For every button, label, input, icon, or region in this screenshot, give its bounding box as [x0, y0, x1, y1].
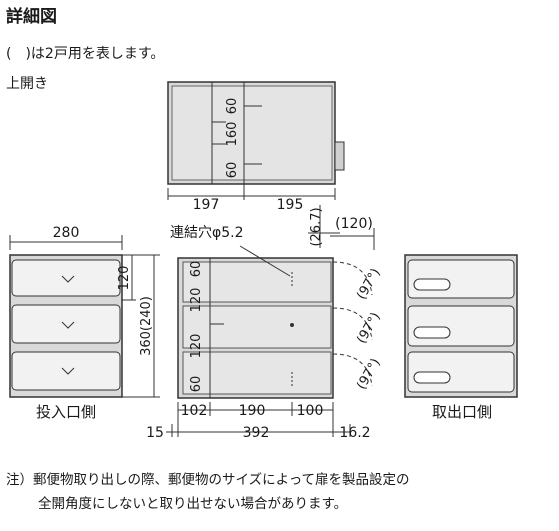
name-plate-3 [413, 371, 451, 384]
right-view [404, 254, 518, 398]
top-view [167, 81, 345, 200]
right-slot-2 [407, 305, 515, 347]
row-height-2: 120 [189, 288, 204, 313]
door-swing-2 [332, 307, 373, 341]
top-view-inner [171, 85, 333, 181]
left-slot-2 [11, 304, 121, 344]
left-dim-width: 280 [53, 225, 80, 241]
width-190: 190 [239, 403, 266, 419]
top-dim-height-1: 60 [225, 98, 240, 115]
name-plate-2 [413, 326, 451, 339]
door-swing-1 [332, 261, 373, 296]
hole-label: 連結穴φ5.2 [170, 225, 244, 241]
side-16-2: 16.2 [339, 425, 370, 441]
name-plate-1 [413, 278, 451, 291]
center-slot-1 [182, 261, 332, 303]
left-slot-mark-3 [61, 367, 75, 375]
angle-2: (97°) [354, 310, 384, 346]
top-dim-width-right: 195 [277, 197, 304, 213]
width-100: 100 [297, 403, 324, 419]
row-height-4: 60 [189, 376, 204, 393]
note-text: ( )は2戸用を表します。 [6, 46, 165, 62]
angle-1: (97°) [354, 266, 384, 302]
total-width: 392 [243, 425, 270, 441]
left-slot-mark-2 [61, 321, 75, 329]
row-height-1: 60 [189, 261, 204, 278]
right-caption: 取出口側 [432, 403, 492, 421]
row-height-3: 120 [189, 334, 204, 359]
left-slot-3 [11, 351, 121, 391]
top-dim-height-3: 60 [225, 162, 240, 179]
dim-26-7: (26.7) [309, 207, 324, 246]
section-label: 上開き [6, 76, 48, 92]
left-view [9, 235, 160, 398]
center-slot-2 [182, 305, 332, 349]
footnote-line-1: 注）郵便物取り出しの際、郵便物のサイズによって扉を製品設定の [6, 472, 410, 488]
left-dim-height: 360(240) [139, 296, 154, 356]
top-dim-height-2: 160 [225, 122, 240, 147]
center-slot-3 [182, 351, 332, 395]
leader-line [239, 245, 291, 277]
dim-120: (120) [335, 216, 373, 232]
top-view-hinge [334, 141, 345, 171]
center-view [166, 205, 375, 437]
width-102: 102 [181, 403, 208, 419]
left-slot-mark-1 [61, 275, 75, 283]
left-dim-120: 120 [117, 266, 132, 291]
left-slot-1 [11, 259, 121, 297]
angle-3: (97°) [354, 356, 384, 392]
side-15: 15 [146, 425, 164, 441]
left-caption: 投入口側 [36, 403, 96, 421]
footnote-line-2: 全開角度にしないと取り出せない場合があります。 [38, 496, 348, 512]
page-title: 詳細図 [6, 7, 57, 27]
door-swing-3 [332, 353, 373, 387]
top-dim-width-left: 197 [193, 197, 220, 213]
connection-hole [290, 323, 294, 327]
